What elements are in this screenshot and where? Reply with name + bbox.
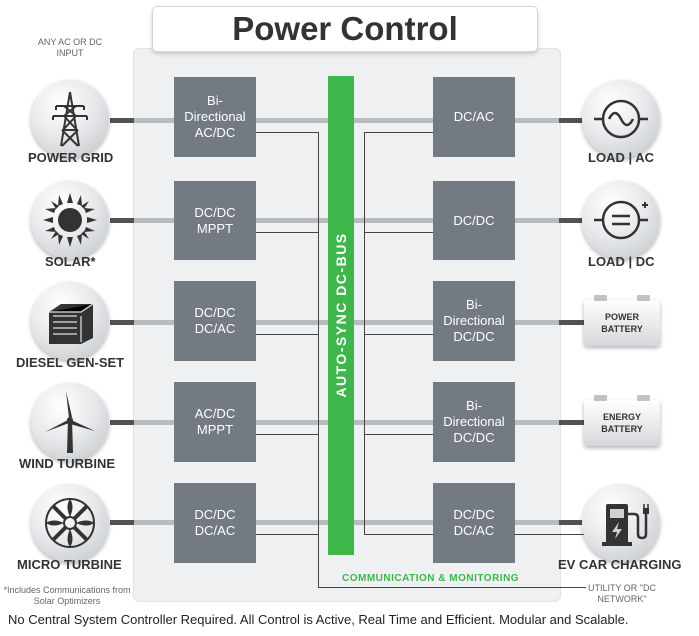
wire-l5-bus (254, 520, 330, 525)
wire-micro (110, 520, 176, 525)
wire-l1-bus (254, 118, 330, 123)
comm-line-l3 (254, 334, 318, 335)
wire-l4-bus (254, 420, 330, 425)
right-converter-5: DC/DC DC/AC (433, 483, 515, 563)
battery-icon: ENERGY BATTERY (584, 395, 660, 446)
input-note: ANY AC OR DC INPUT (37, 37, 103, 58)
wire-load4-stub (559, 420, 585, 425)
wire-solar (110, 218, 176, 223)
wire-r4-load (514, 420, 586, 425)
comm-line-r1 (364, 132, 434, 133)
wire-grid-stub (110, 118, 134, 123)
solar-footnote: *Includes Communications from Solar Opti… (3, 585, 131, 606)
source-label-micro: MICRO TURBINE (17, 557, 122, 572)
wire-wind (110, 420, 176, 425)
wire-r3-load (514, 320, 586, 325)
wire-r5-load (514, 520, 586, 525)
source-label-grid: POWER GRID (28, 150, 114, 165)
dc-bus-label: AUTO-SYNC DC-BUS (333, 232, 349, 398)
comm-line-ev (514, 534, 586, 535)
comm-line-l1 (254, 132, 318, 133)
wire-wind-stub (110, 420, 134, 425)
battery-icon: POWER BATTERY (584, 295, 660, 346)
load-label-ev: EV CAR CHARGING (558, 557, 682, 572)
comm-line-l2 (254, 232, 318, 233)
source-label-diesel: DIESEL GEN-SET (16, 355, 125, 370)
wire-load2-stub (559, 218, 585, 223)
dc-bus-bar (328, 76, 354, 555)
page-title: Power Control (152, 6, 538, 52)
battery-terminal-right (637, 395, 650, 401)
wire-r1-load (514, 118, 586, 123)
sun-icon (31, 181, 109, 259)
comm-line-bottom (318, 587, 586, 588)
comm-line-r4 (364, 434, 434, 435)
right-converter-2: DC/DC (433, 181, 515, 260)
battery-terminal-right (637, 295, 650, 301)
wind-turbine-icon (31, 383, 109, 461)
wire-solar-stub (110, 218, 134, 223)
wire-load1-stub (559, 118, 585, 123)
wire-l3-bus (254, 320, 330, 325)
wire-diesel (110, 320, 176, 325)
wire-bus-r3 (352, 320, 434, 325)
generator-icon (31, 282, 109, 360)
source-label-solar: SOLAR* (45, 254, 96, 269)
wire-bus-r1 (352, 118, 434, 123)
communication-label: COMMUNICATION & MONITORING (342, 573, 520, 584)
right-converter-3: Bi- Directional DC/DC (433, 281, 515, 361)
source-label-wind: WIND TURBINE (19, 456, 116, 471)
left-converter-1: Bi- Directional AC/DC (174, 77, 256, 157)
ev-charger-icon (582, 484, 660, 562)
wire-bus-r2 (352, 218, 434, 223)
wire-load5-stub (559, 520, 585, 525)
battery-label-power: POWER BATTERY (601, 312, 643, 334)
battery-label-energy: ENERGY BATTERY (601, 412, 643, 434)
battery-terminal-left (594, 295, 607, 301)
wire-r2-load (514, 218, 586, 223)
battery-terminal-left (594, 395, 607, 401)
load-label-ac: LOAD | AC (588, 150, 654, 165)
wire-l2-bus (254, 218, 330, 223)
left-converter-2: DC/DC MPPT (174, 181, 256, 260)
ac-sine-icon (582, 80, 660, 158)
dc-plus-icon (582, 181, 660, 259)
wire-bus-r4 (352, 420, 434, 425)
comm-line-l5 (254, 534, 318, 535)
wire-bus-r5 (352, 520, 434, 525)
wire-micro-stub (110, 520, 134, 525)
turbine-fan-icon (31, 484, 109, 562)
comm-line-left-vertical (318, 132, 319, 587)
power-pylon-icon (31, 80, 109, 158)
footer-note: No Central System Controller Required. A… (8, 612, 629, 627)
right-converter-1: DC/AC (433, 77, 515, 157)
wire-diesel-stub (110, 320, 134, 325)
wire-load3-stub (559, 320, 585, 325)
left-converter-5: DC/DC DC/AC (174, 483, 256, 563)
right-converter-4: Bi- Directional DC/DC (433, 382, 515, 462)
wire-grid (110, 118, 176, 123)
comm-line-r3 (364, 334, 434, 335)
left-converter-3: DC/DC DC/AC (174, 281, 256, 361)
comm-line-r2 (364, 232, 434, 233)
comm-line-right-vertical (364, 132, 365, 534)
comm-line-r5 (364, 534, 434, 535)
left-converter-4: AC/DC MPPT (174, 382, 256, 462)
utility-note: UTILITY OR "DC NETWORK" (587, 583, 657, 604)
load-label-dc: LOAD | DC (588, 254, 655, 269)
comm-line-l4 (254, 434, 318, 435)
